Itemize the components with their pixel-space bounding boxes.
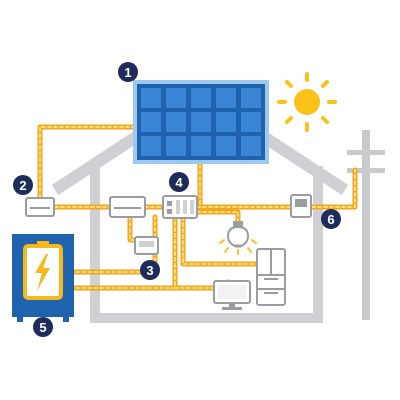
badge-3-label: 3	[146, 263, 153, 278]
utility-pole-icon	[347, 130, 385, 320]
badge-1-label: 1	[124, 65, 131, 80]
badge-3: 3	[140, 260, 160, 280]
badge-6-label: 6	[327, 212, 334, 227]
house-walls	[90, 166, 323, 323]
meter-device	[290, 194, 312, 218]
light-bulb-icon	[219, 221, 257, 255]
badge-1: 1	[118, 62, 138, 82]
badge-5-label: 5	[39, 320, 46, 335]
television-icon	[213, 280, 251, 310]
solar-panel-icon	[133, 80, 269, 164]
badge-2: 2	[13, 175, 33, 195]
badge-6: 6	[321, 209, 341, 229]
badge-4: 4	[169, 172, 189, 192]
sun-icon	[277, 72, 337, 132]
distribution-board-device	[162, 195, 198, 219]
badge-4-label: 4	[175, 175, 183, 190]
badge-2-label: 2	[19, 178, 26, 193]
refrigerator-icon	[256, 248, 286, 306]
lightning-bolt-icon	[35, 254, 50, 291]
controller-device	[25, 197, 55, 217]
badge-5: 5	[33, 317, 53, 337]
monitor-device	[134, 236, 159, 255]
battery-icon	[12, 234, 74, 322]
power-conditioner-device	[109, 196, 146, 218]
